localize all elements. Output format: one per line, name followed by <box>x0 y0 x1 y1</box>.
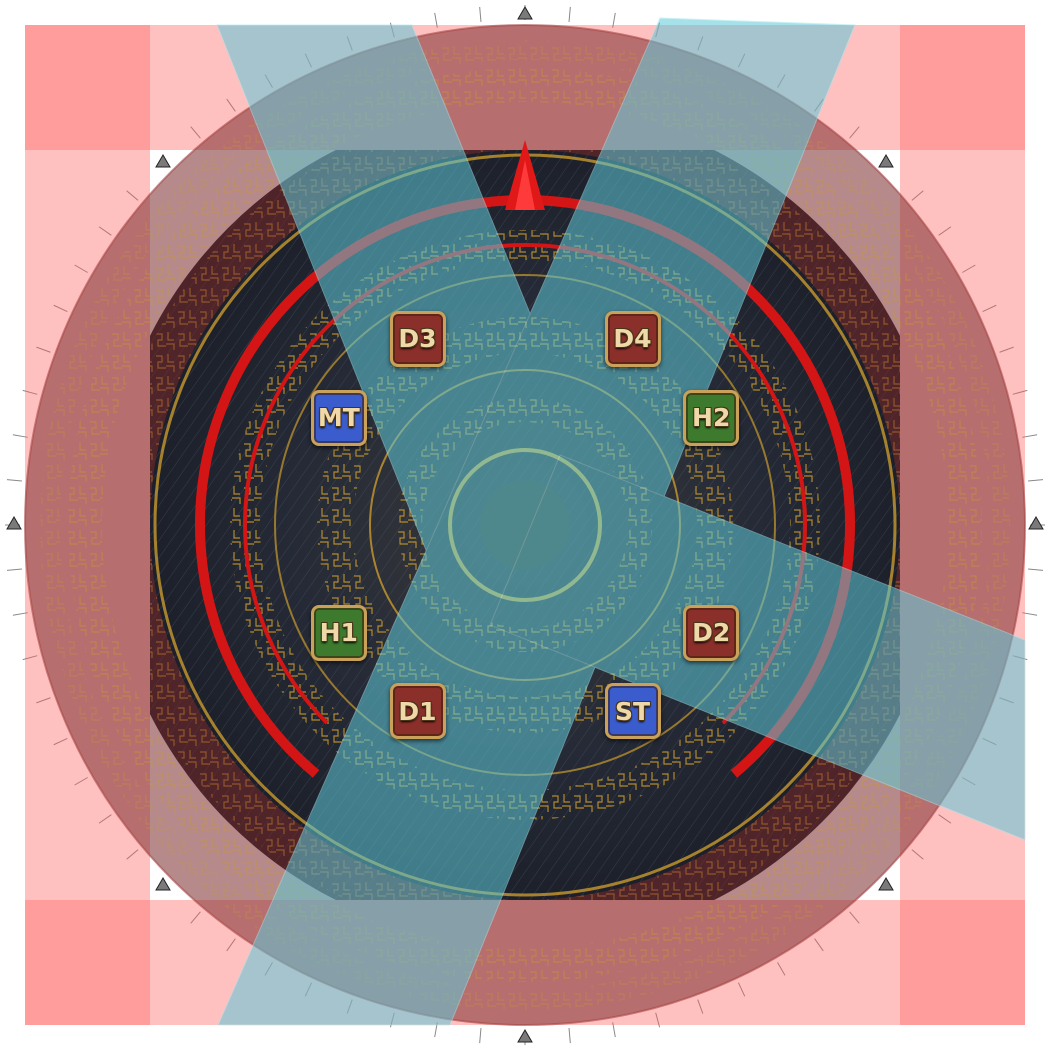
triangle-up-icon <box>517 6 533 20</box>
triangle-up-icon <box>155 154 171 168</box>
marker-d1[interactable]: D1 <box>389 683 446 740</box>
triangle-up-icon <box>878 154 894 168</box>
marker-d3[interactable]: D3 <box>389 310 446 367</box>
edge-markers <box>6 6 1044 1043</box>
marker-d2[interactable]: D2 <box>683 604 740 661</box>
donut-aoe <box>24 24 1026 1026</box>
triangle-up-icon <box>1028 516 1044 530</box>
triangle-up-icon <box>6 516 22 530</box>
marker-d4[interactable]: D4 <box>604 310 661 367</box>
triangle-up-icon <box>517 1029 533 1043</box>
marker-mt[interactable]: MT <box>310 389 367 446</box>
marker-h2[interactable]: H2 <box>683 389 740 446</box>
line-aoe-beams <box>216 17 1026 1026</box>
boss-hitbox-ring <box>195 140 855 778</box>
triangle-up-icon <box>155 877 171 891</box>
triangle-up-icon <box>878 877 894 891</box>
marker-h1[interactable]: H1 <box>310 604 367 661</box>
marker-st[interactable]: ST <box>604 683 661 740</box>
